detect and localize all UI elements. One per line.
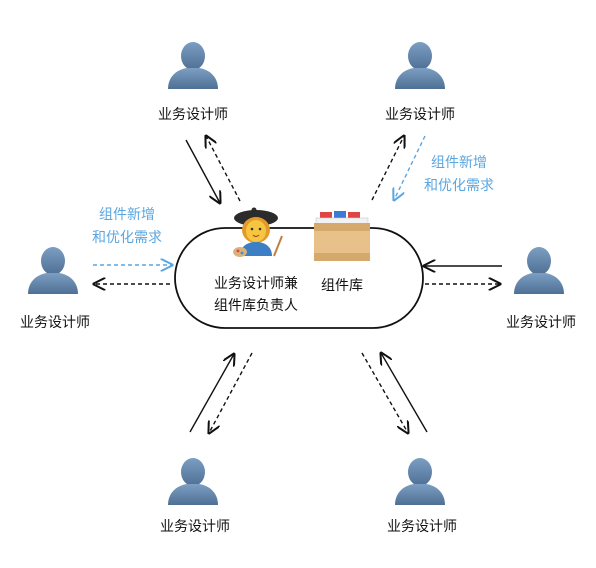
note-left-line1: 组件新增 [99,207,155,223]
note-right-line2: 和优化需求 [424,178,494,194]
owner-label-line2: 组件库负责人 [214,298,298,314]
designer-label: 业务设计师 [385,107,455,123]
arrow-dashed-top-right [371,136,404,201]
artist-avatar-icon [233,207,283,257]
designer-bottom-left: 业务设计师 [160,458,230,535]
library-label: 组件库 [321,278,363,294]
designer-bottom-right: 业务设计师 [387,458,457,535]
person-silhouette-icon [514,247,564,294]
designer-label: 业务设计师 [20,315,90,331]
arrow-dashed-bottom-left [209,352,253,433]
person-silhouette-icon [168,458,218,505]
center-frame [174,227,424,329]
note-right-line1: 组件新增 [431,155,487,171]
person-silhouette-icon [168,42,218,89]
person-silhouette-icon [395,42,445,89]
designer-label: 业务设计师 [158,107,228,123]
arrow-dashed-top-left [206,136,241,202]
arrow-solid-top-left [185,139,220,203]
owner-label-line1: 业务设计师兼 [214,276,298,292]
designer-mid-right: 业务设计师 [506,247,576,331]
note-left-line2: 和优化需求 [92,230,162,246]
arrow-solid-bottom-left [189,354,234,433]
designer-label: 业务设计师 [387,519,457,535]
arrow-blue-top-right [394,135,426,200]
designer-label: 业务设计师 [506,315,576,331]
arrow-dashed-bottom-right [361,352,408,433]
designer-top-right: 业务设计师 [385,42,455,123]
designer-mid-left: 业务设计师 [20,247,90,331]
card-file-box-icon [314,211,370,261]
designer-top-left: 业务设计师 [158,42,228,123]
person-silhouette-icon [395,458,445,505]
person-silhouette-icon [28,247,78,294]
arrow-solid-bottom-right [381,353,428,433]
designer-label: 业务设计师 [160,519,230,535]
